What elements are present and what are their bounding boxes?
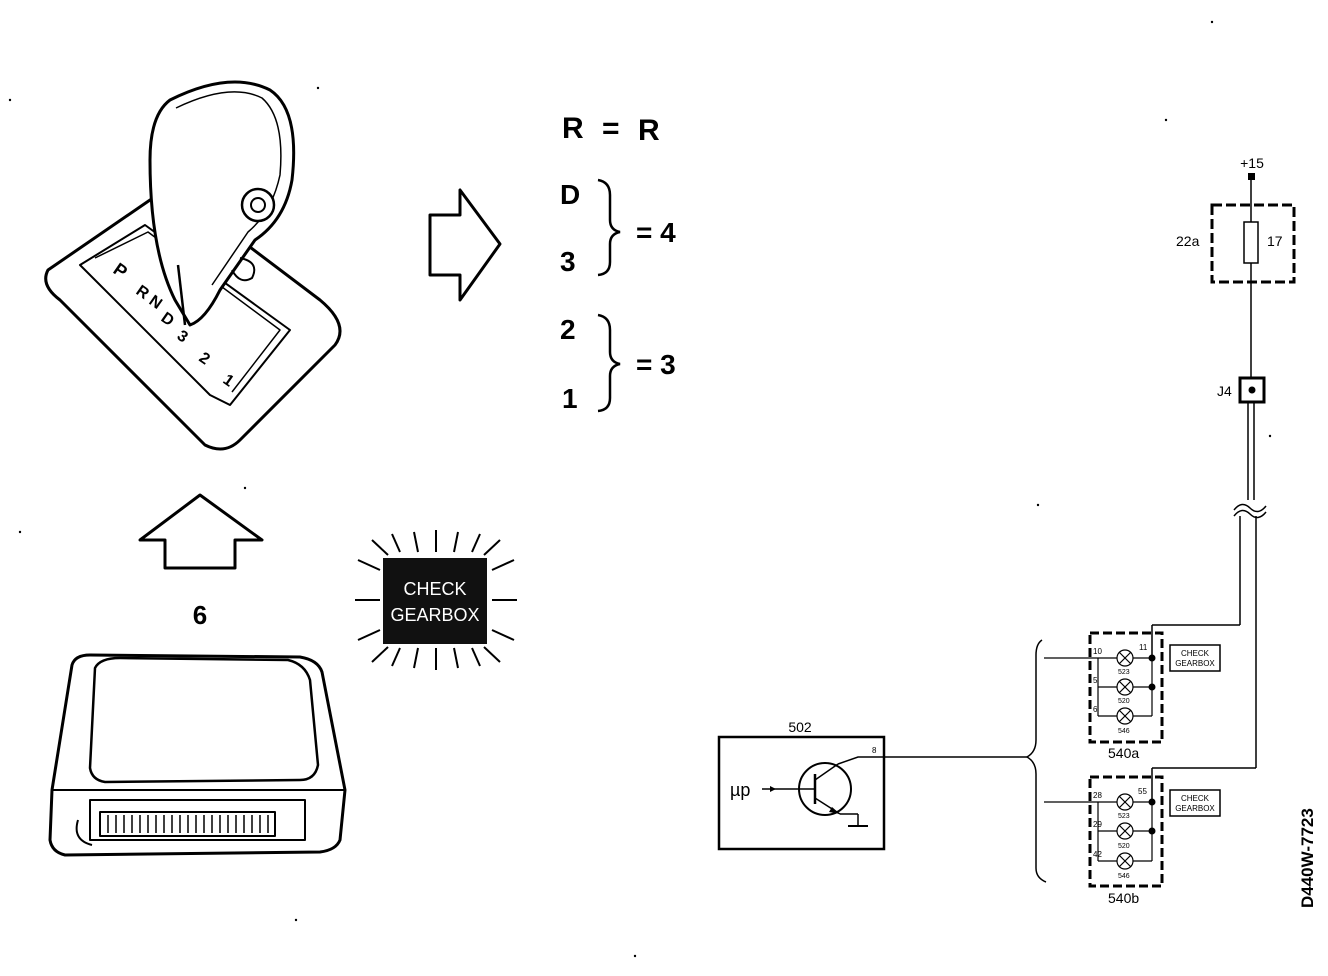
up-arrow-icon <box>138 493 264 570</box>
cluster-540b-pin-28: 28 <box>1093 791 1102 800</box>
fuse-element <box>1243 221 1259 264</box>
fuse-box-label: 22a <box>1176 233 1200 249</box>
supply-label: +15 <box>1240 155 1264 171</box>
check-box-b-line1: CHECK <box>1181 794 1210 803</box>
module-label: 502 <box>788 719 812 735</box>
gear-shifter <box>44 80 342 451</box>
cluster-540a-label: 540a <box>1108 745 1139 761</box>
mapping-1: 1 <box>562 383 578 414</box>
warning-lamp-line1: CHECK <box>403 579 466 599</box>
mapping-group2-result: = 3 <box>636 349 676 380</box>
connector-pins <box>107 815 269 833</box>
supply-terminal <box>1248 173 1255 180</box>
cluster-540a-lamp-520: 520 <box>1118 698 1130 705</box>
brace-2 <box>597 313 621 413</box>
check-box-a <box>1169 644 1221 672</box>
up-label: µp <box>730 780 750 800</box>
scan-specks <box>8 20 1272 958</box>
warning-lamp-box <box>383 558 487 644</box>
cluster-540a-pin-5: 5 <box>1093 676 1098 685</box>
cluster-540b-lamp-520: 520 <box>1118 843 1130 850</box>
drawing-code: D440W-7723 <box>1298 808 1317 908</box>
check-box-b <box>1169 789 1221 817</box>
mapping-3: 3 <box>560 246 576 277</box>
cluster-brace <box>1025 639 1047 883</box>
cluster-540a-pin-6: 6 <box>1093 705 1098 714</box>
check-box-b-line2: GEARBOX <box>1175 804 1215 813</box>
cluster-540b-pin-55: 55 <box>1138 787 1147 796</box>
brace-1 <box>597 178 621 277</box>
module-502-box <box>717 735 886 851</box>
cluster-540a-pin-11: 11 <box>1139 643 1148 652</box>
warning-lamp-rays <box>355 530 517 670</box>
right-arrow-icon <box>428 188 502 302</box>
mapping-r-eq: = <box>602 112 620 145</box>
cluster-540b-lamp-523: 523 <box>1118 813 1130 820</box>
cluster-540b-box <box>1088 775 1164 888</box>
mapping-2: 2 <box>560 314 576 345</box>
cluster-540a-pin-10: 10 <box>1093 647 1102 656</box>
cluster-540a-box <box>1088 631 1164 744</box>
cluster-540b-lamp-546: 546 <box>1118 873 1130 880</box>
check-box-a-line2: GEARBOX <box>1175 659 1215 668</box>
control-module-box <box>48 653 347 857</box>
warning-lamp-line2: GEARBOX <box>390 605 479 625</box>
junction-label: J4 <box>1217 383 1232 399</box>
gear-mapping: R = R D 3 = 4 2 1 = 3 <box>560 112 676 414</box>
cluster-540b-label: 540b <box>1108 890 1139 906</box>
mapping-r-right: R <box>638 114 660 147</box>
mapping-r-left: R <box>562 112 584 145</box>
cluster-540a-lamp-523: 523 <box>1118 669 1130 676</box>
fuse-box <box>1210 203 1296 284</box>
step-number: 6 <box>193 600 207 630</box>
circuit-diagram: +15 22a 17 J4 540a 10 11 5 6 <box>717 155 1296 906</box>
mapping-d: D <box>560 179 580 210</box>
cluster-540a-lamp-546: 546 <box>1118 728 1130 735</box>
check-box-a-line1: CHECK <box>1181 649 1210 658</box>
fuse-label: 17 <box>1267 233 1283 249</box>
mapping-group1-result: = 4 <box>636 217 676 248</box>
module-pin-8: 8 <box>872 746 877 755</box>
